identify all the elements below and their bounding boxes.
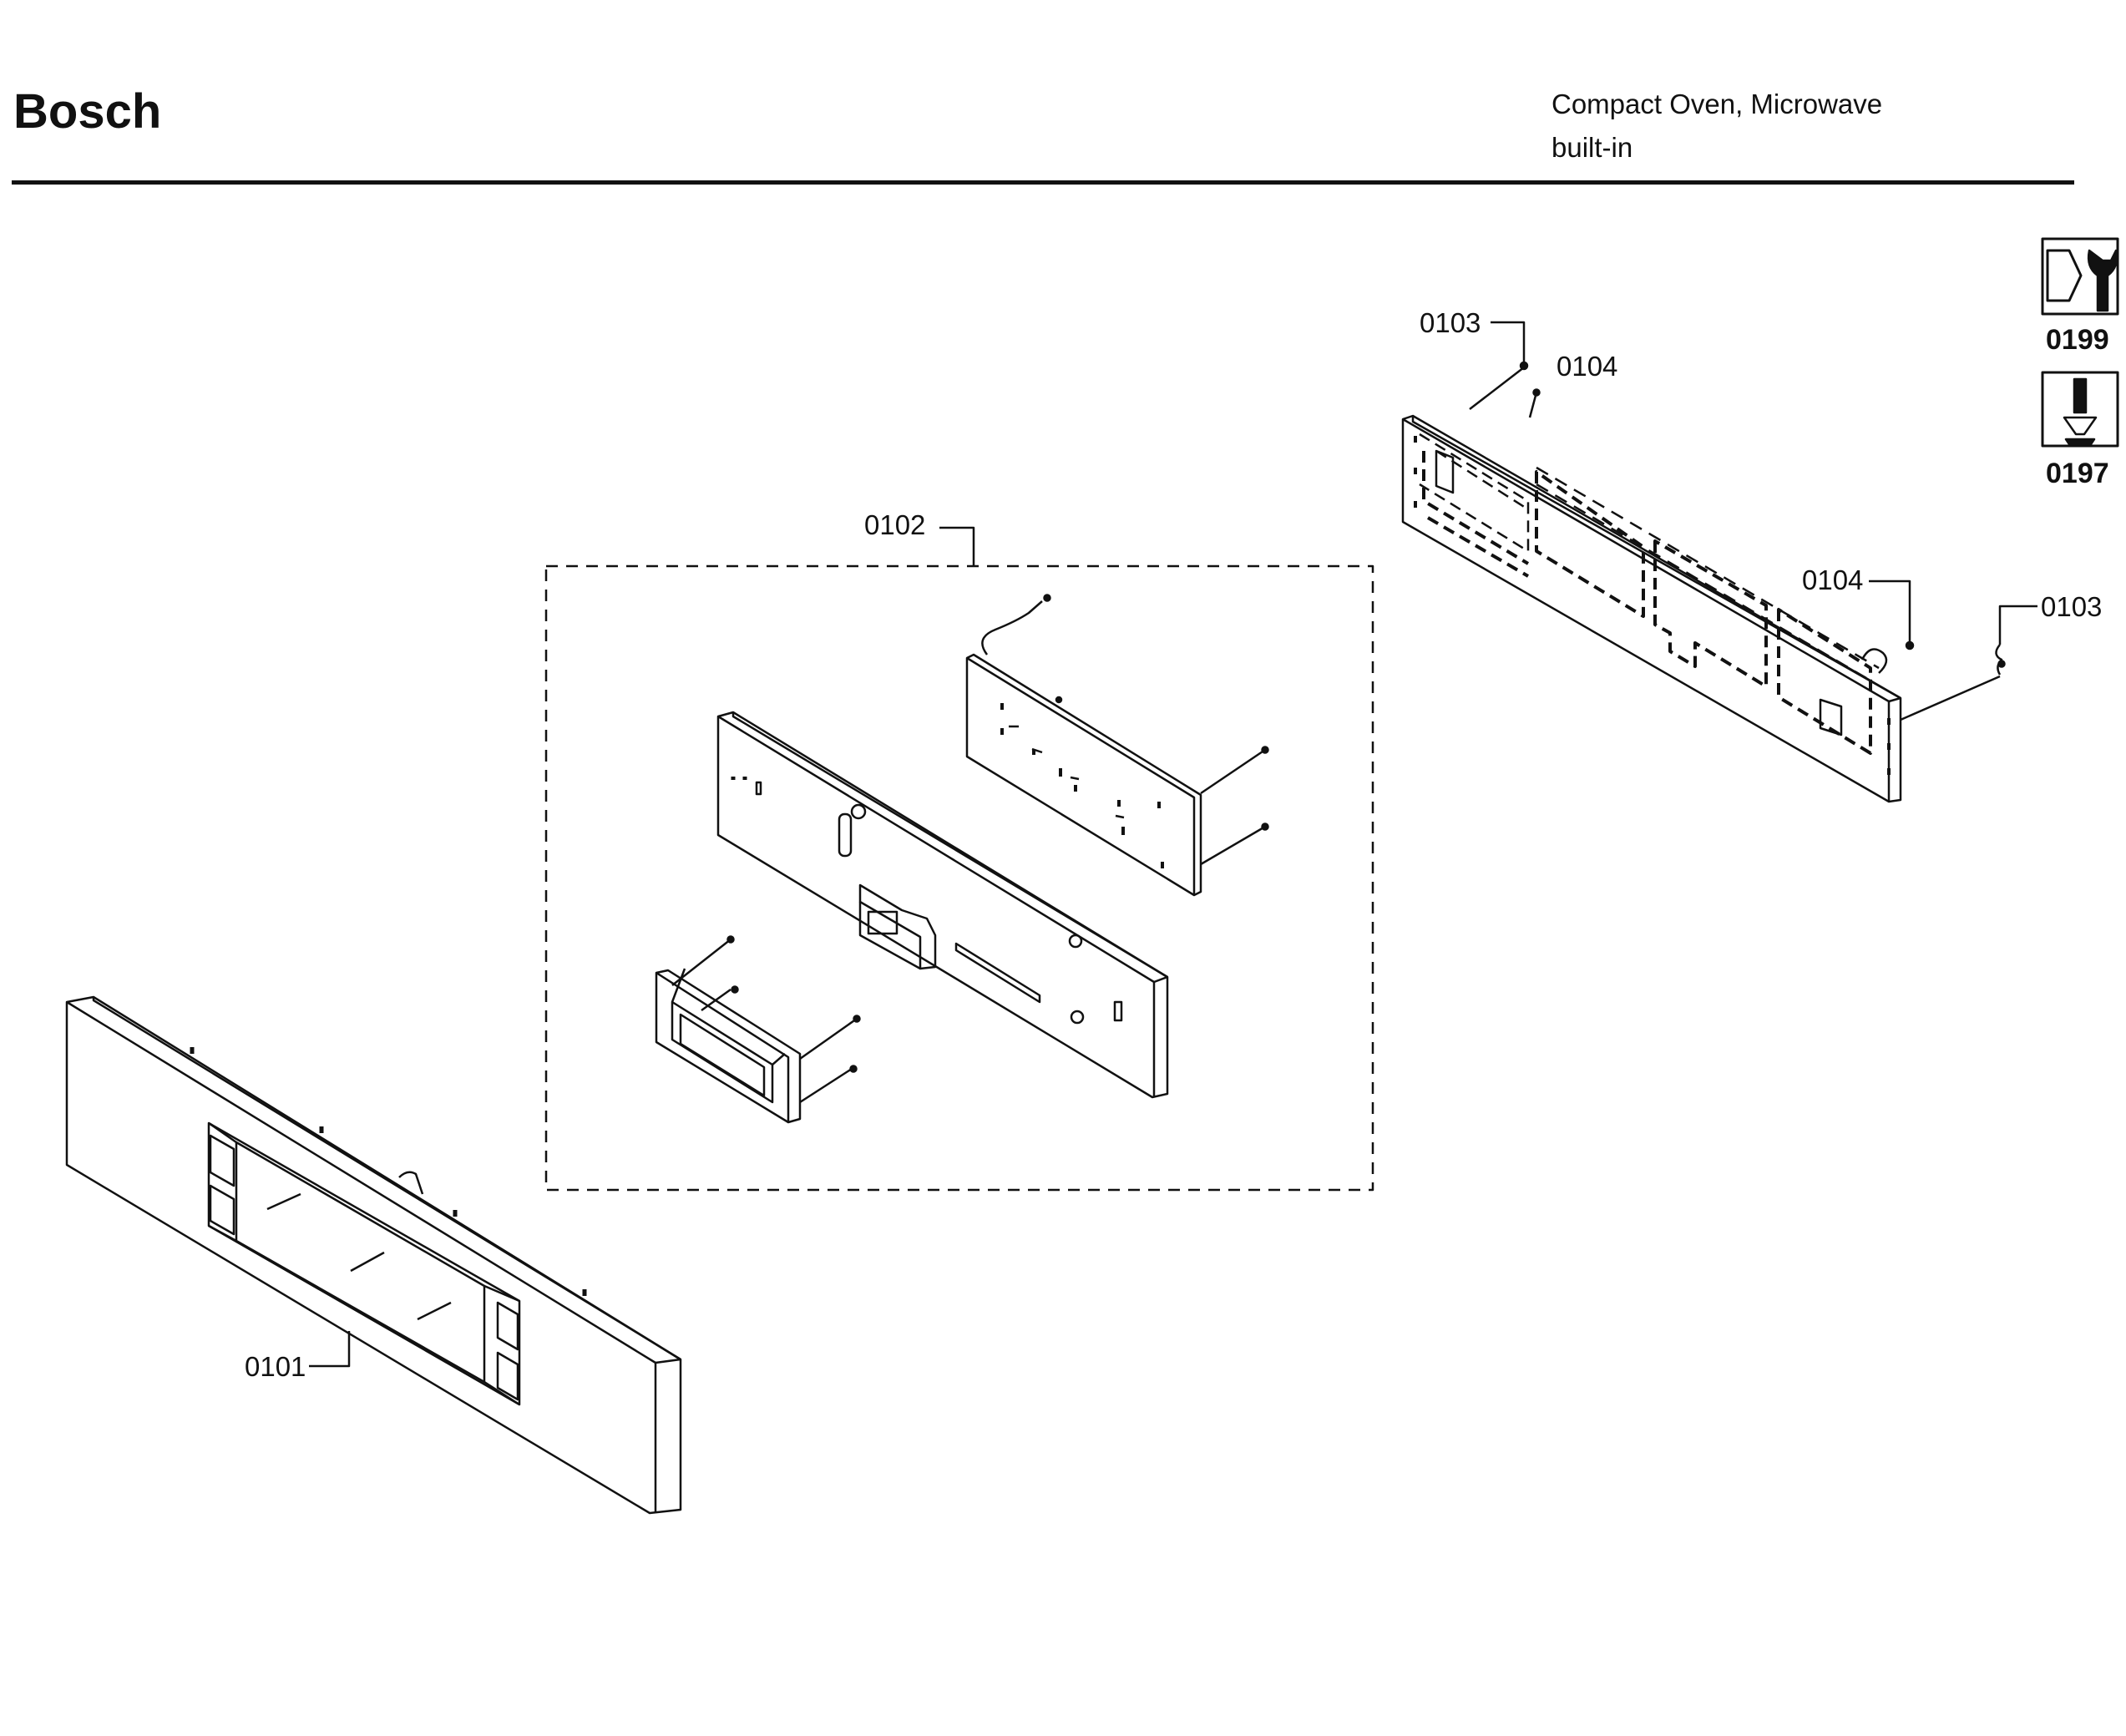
part-0102-control-board[interactable] [716,711,1169,1099]
tool-code-0199: 0199 [2046,324,2109,356]
label-0104-top: 0104 [1557,351,1617,382]
header-rule [12,180,2074,185]
diagram-title: Compact Oven, Microwave [1551,89,1883,119]
part-0102-display-board[interactable] [965,594,1269,897]
diagram-subtitle: built-in [1551,132,1633,163]
label-0101: 0101 [245,1351,306,1382]
part-0101-front-panel[interactable] [65,995,682,1515]
screwdriver-icon[interactable] [2041,371,2119,448]
wrench-nut-icon[interactable] [2041,237,2119,316]
label-0104-right: 0104 [1802,564,1863,595]
brand-name: Bosch [13,84,162,139]
label-0102: 0102 [864,509,925,540]
mounting-bracket[interactable] [1401,414,1902,803]
tool-code-0197: 0197 [2046,458,2109,489]
label-0103-right: 0103 [2041,591,2102,622]
part-0102-assembly-boundary[interactable] [544,564,1374,1192]
label-0103-top: 0103 [1420,307,1481,338]
part-0102-display-frame[interactable] [655,935,861,1124]
